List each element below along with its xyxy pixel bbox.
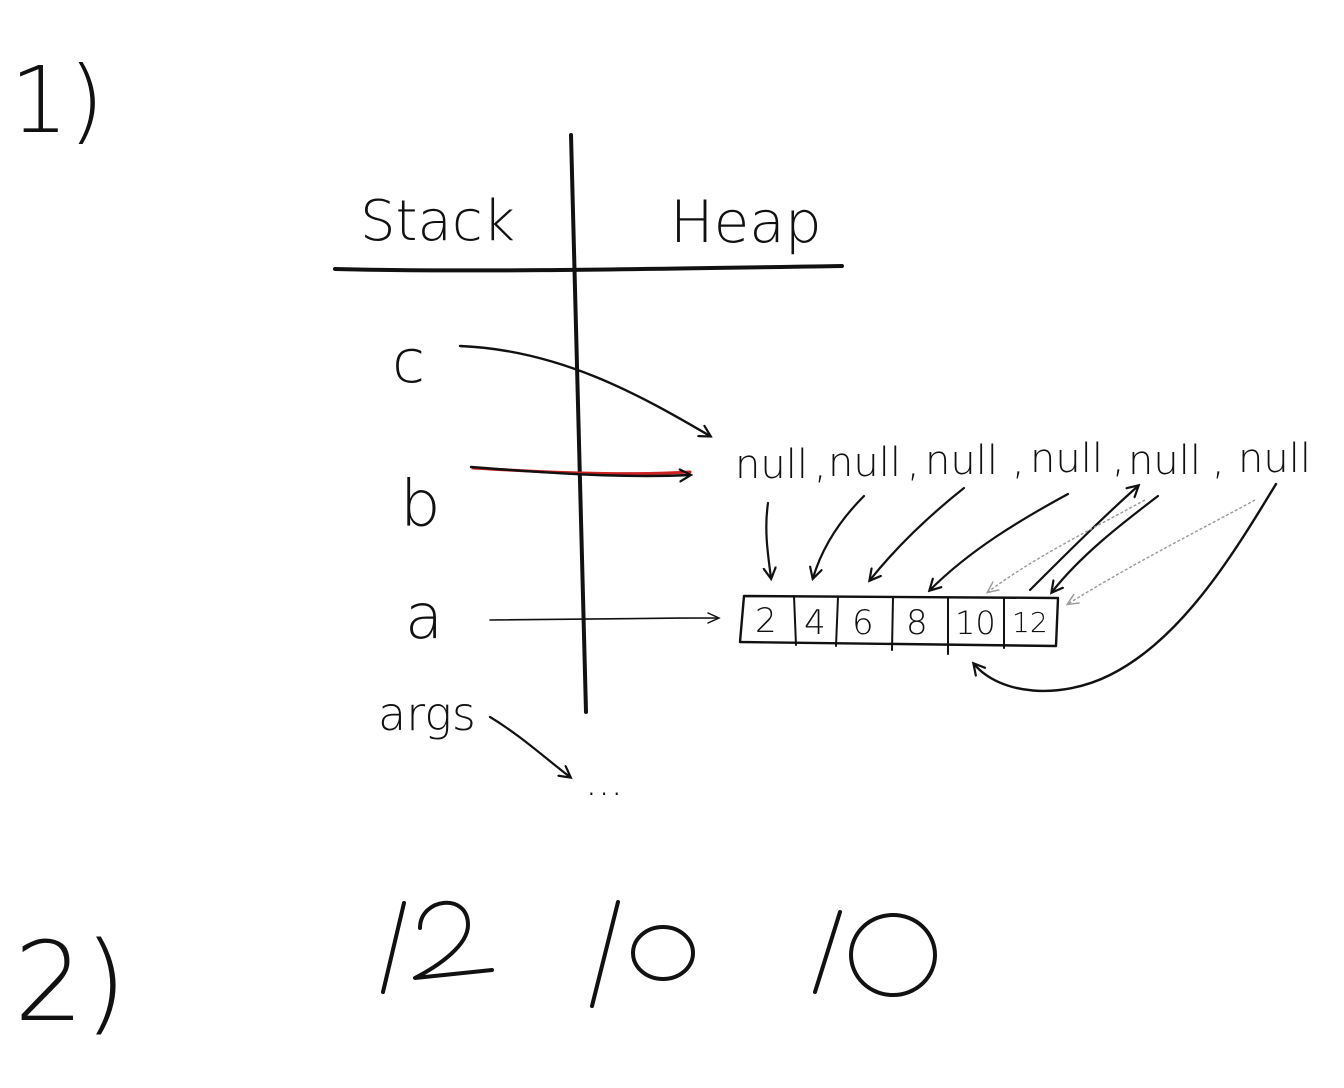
answer-10-b (813, 910, 937, 997)
null-arrow-4-down (1052, 494, 1160, 592)
null-comma-3: , (1112, 436, 1125, 482)
null-arrow-5-loop (974, 482, 1278, 693)
problem-2-answer-2: 10 (820, 1069, 822, 1071)
null-comma-1: , (907, 440, 920, 486)
stack-header: Stack (360, 189, 515, 254)
args-target-ellipsis: ... (585, 759, 623, 805)
null-2: null (925, 438, 998, 484)
array-cell-2: 6 (852, 603, 874, 643)
null-arrow-1 (813, 494, 866, 578)
problem-2-answer-1: 10 (600, 1069, 602, 1071)
null-comma-0: , (814, 442, 827, 488)
null-arrow-gray-2 (1065, 499, 1256, 606)
args-arrow (488, 715, 570, 777)
problem-2-answer-0: 12 (380, 1069, 382, 1071)
null-comma-2: , (1012, 438, 1025, 484)
b-arrow (469, 465, 690, 476)
problem-2-label: 2) (14, 918, 127, 1046)
null-4: null (1128, 438, 1201, 484)
header-underline (333, 264, 844, 273)
answer-12 (381, 900, 494, 994)
null-arrow-3 (930, 492, 1070, 590)
a-arrow (489, 612, 721, 624)
stack-var-b: b (400, 468, 441, 542)
array-cell-4: 10 (955, 604, 996, 642)
null-5: null (1238, 436, 1311, 482)
problem-1-label: 1) (10, 47, 104, 154)
array-cell-3: 8 (906, 603, 928, 643)
null-comma-4: , (1212, 438, 1225, 484)
array-cell-1: 4 (804, 603, 826, 643)
null-arrow-2 (870, 486, 966, 580)
stack-var-c: c (392, 327, 425, 397)
stack-heap-divider (569, 133, 588, 714)
stack-var-a: a (405, 580, 443, 653)
array-cell-0: 2 (755, 601, 777, 641)
null-arrow-gray-1 (985, 499, 1146, 594)
heap-header: Heap (670, 188, 822, 256)
stack-var-args: args (378, 687, 476, 741)
answer-10-a (590, 900, 695, 1008)
heap-array: 2 4 6 8 10 12 (738, 594, 1060, 655)
array-cell-5: 12 (1012, 606, 1048, 639)
null-0: null (735, 442, 808, 488)
null-arrow-0 (766, 501, 771, 578)
null-3: null (1030, 436, 1103, 482)
null-1: null (828, 440, 901, 486)
c-arrow (458, 344, 710, 436)
null-arrow-4-up (1028, 486, 1138, 592)
